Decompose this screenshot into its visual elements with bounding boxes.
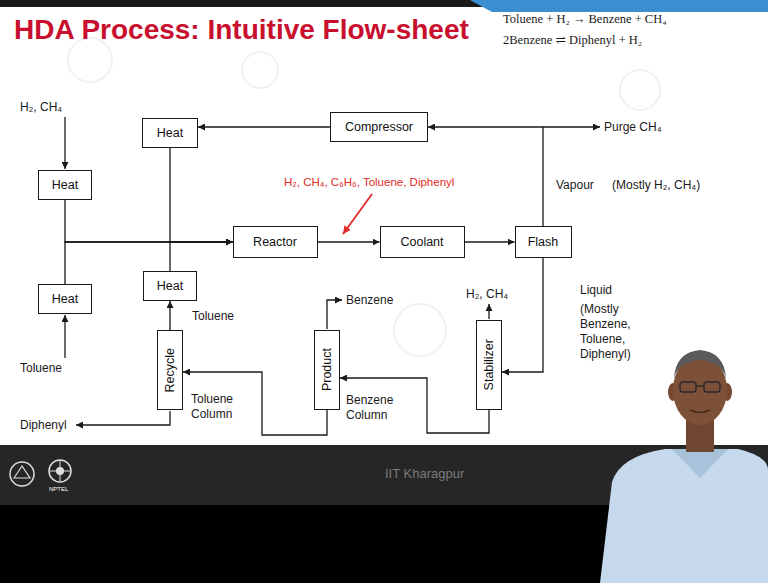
flow-arrow <box>502 258 543 372</box>
heater-box: Heat <box>143 271 197 301</box>
column-box: Recycle <box>157 330 183 410</box>
box-label: Heat <box>157 279 183 293</box>
stream-arrows <box>65 117 600 425</box>
flow-arrow <box>170 148 233 242</box>
feed-label: H₂, CH₄ <box>20 100 62 115</box>
column-box: Stabilizer <box>476 320 502 410</box>
slide-title: HDA Process: Intuitive Flow-sheet <box>14 14 469 46</box>
flow-arrow <box>169 301 170 330</box>
presenter-figure <box>600 350 768 583</box>
flow-arrow <box>170 242 233 271</box>
stream-label: Vapour <box>556 178 594 193</box>
column-name: Toluene Column <box>191 392 253 422</box>
box-label: Flash <box>528 235 559 249</box>
watermark-icons <box>68 38 660 356</box>
flow-arrow <box>465 241 515 242</box>
box-label: Heat <box>157 126 183 140</box>
stream-note: (Mostly Benzene, Toluene, Diphenyl) <box>580 302 652 362</box>
stream-label: Toluene <box>192 309 234 324</box>
box-label: Reactor <box>253 235 297 249</box>
feed-label: Toluene <box>20 361 62 376</box>
box-label: Coolant <box>400 235 443 249</box>
product-label: Diphenyl <box>20 418 67 433</box>
purge-label: Purge CH₄ <box>604 120 662 135</box>
flow-arrow <box>318 241 380 242</box>
flash-box: Flash <box>515 226 572 258</box>
stream-note: (Mostly H₂, CH₄) <box>612 178 700 193</box>
cooler-box: Coolant <box>380 226 465 258</box>
column-box: Product <box>314 330 340 410</box>
box-label: Heat <box>52 178 78 192</box>
reaction-equation: Toluene + H₂ → Benzene + CH₄ <box>503 12 667 28</box>
box-label: Heat <box>52 292 78 306</box>
stream-label: Liquid <box>580 283 612 298</box>
column-name: Benzene Column <box>346 393 408 423</box>
reactor-box: Reactor <box>233 226 318 258</box>
flow-arrow <box>340 378 489 433</box>
heater-box: Heat <box>38 170 92 200</box>
flow-arrow <box>198 126 330 127</box>
stream-label: H₂, CH₄ <box>466 287 508 302</box>
watermark: IIT Kharagpur <box>385 466 464 482</box>
top-accent <box>470 0 768 12</box>
heater-box: Heat <box>142 118 198 148</box>
logo-caption: NPTEL <box>49 486 68 494</box>
flow-arrow <box>183 372 327 435</box>
flow-arrow <box>65 200 233 242</box>
product-label: Benzene <box>346 293 393 308</box>
callout-arrow <box>343 194 372 234</box>
compressor-box: Compressor <box>330 112 428 142</box>
box-label: Stabilizer <box>482 339 496 390</box>
box-label: Product <box>320 348 334 391</box>
slide-ground <box>0 0 768 445</box>
heater-box: Heat <box>38 284 92 314</box>
stream-callout: H₂, CH₄, C₆H₆, Toluene, Diphenyl <box>284 175 454 189</box>
nptel-logo <box>49 460 71 482</box>
box-label: Compressor <box>345 120 413 134</box>
box-label: Recycle <box>163 348 177 392</box>
reaction-equation: 2Benzene ⇌ Diphenyl + H₂ <box>503 33 642 49</box>
institute-logo <box>10 462 34 486</box>
